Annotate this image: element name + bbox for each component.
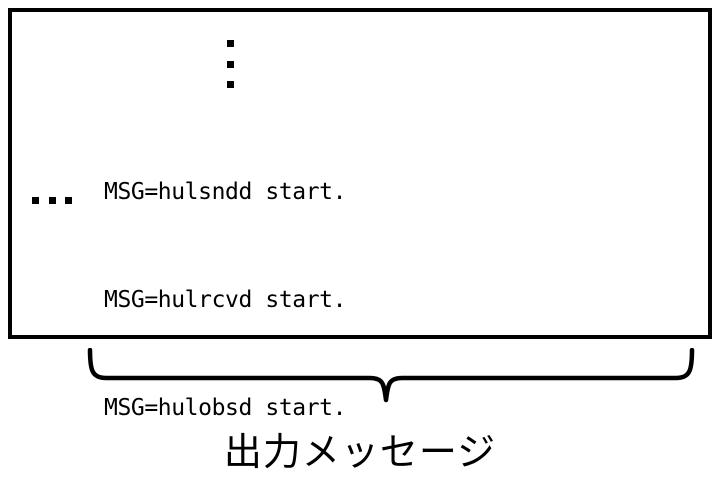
message-log-list: MSG=hulsndd start. MSG=hulrcvd start. MS… — [104, 102, 588, 477]
ellipsis-dot — [48, 197, 56, 204]
ellipsis-dot — [226, 60, 234, 68]
ellipsis-dot — [226, 81, 234, 88]
log-line: MSG=hulrcvd start. — [104, 287, 347, 313]
caption-label: 出力メッセージ — [223, 430, 497, 474]
log-line: MSG=hulobsd start. — [104, 395, 347, 421]
ellipsis-dot — [65, 197, 72, 204]
output-message-box: MSG=hulsndd start. MSG=hulrcvd start. MS… — [8, 8, 712, 421]
log-line: MSG=hulsndd start. — [104, 179, 347, 205]
curly-brace-icon — [87, 348, 695, 403]
horizontal-ellipsis-icon — [32, 197, 72, 204]
ellipsis-dot — [32, 197, 39, 204]
vertical-ellipsis-icon — [222, 40, 238, 88]
ellipsis-dot — [226, 40, 234, 47]
